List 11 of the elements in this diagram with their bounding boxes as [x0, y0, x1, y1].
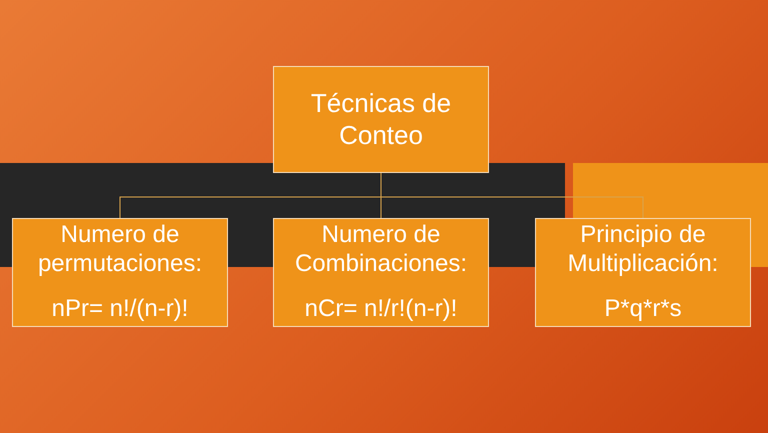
box-title: Principio de Multiplicación:	[566, 221, 720, 279]
process-box	[273, 218, 489, 327]
process-box	[535, 218, 751, 327]
box-title: Técnicas de Conteo	[310, 88, 452, 151]
formula-text: P*q*r*s	[604, 295, 682, 324]
formula-text: nPr= n!/(n-r)!	[52, 295, 188, 324]
process-box	[273, 66, 489, 173]
box-title: Numero de Combinaciones:	[294, 221, 468, 279]
box-title: Numero de permutaciones:	[36, 221, 204, 279]
formula-text: nCr= n!/r!(n-r)!	[304, 295, 458, 324]
process-box	[12, 218, 228, 327]
